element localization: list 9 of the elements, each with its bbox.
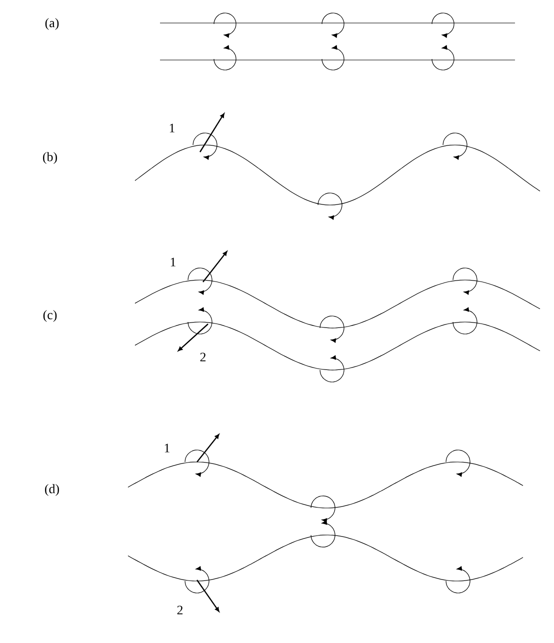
callout-number: 1 (170, 124, 174, 132)
panel-label: (c) (43, 310, 57, 322)
callout-number: 2 (177, 606, 183, 614)
panel-label: (a) (45, 18, 59, 30)
callout-number: 1 (170, 258, 176, 266)
panel-label: (b) (43, 152, 57, 164)
callout-number: 1 (164, 444, 170, 452)
panel-label: (d) (45, 484, 59, 496)
callout-number: 2 (200, 352, 206, 362)
